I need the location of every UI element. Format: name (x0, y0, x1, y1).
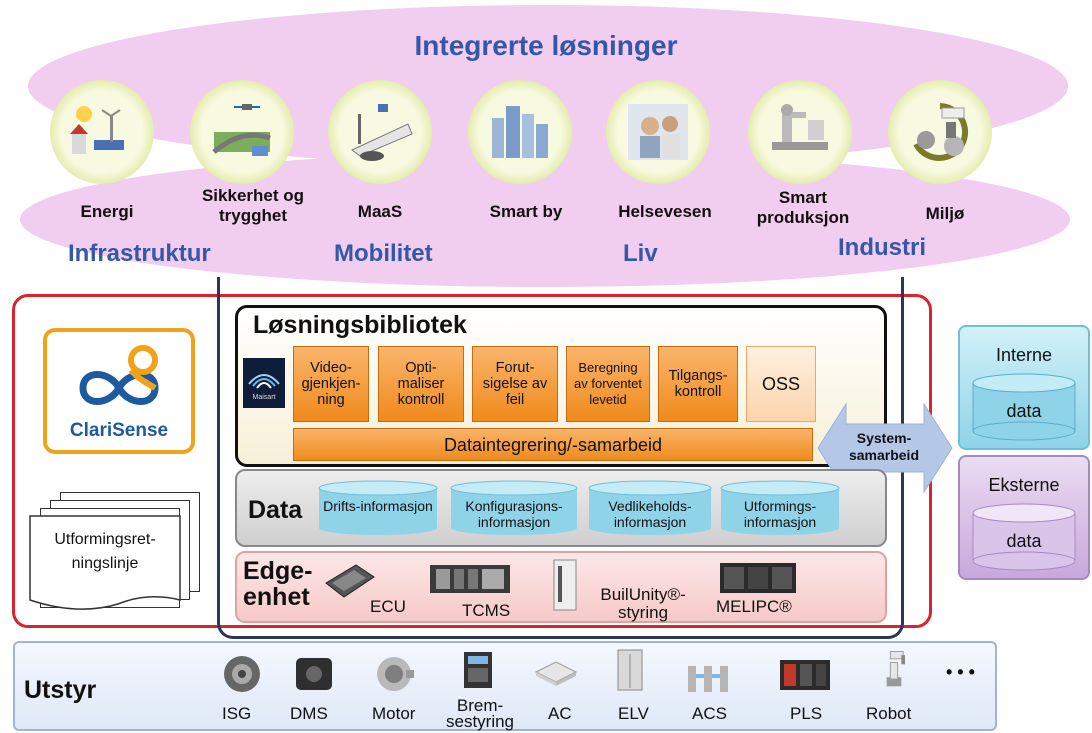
maas-illustration (328, 80, 432, 184)
edge-device-title: Edge- enhet (243, 558, 312, 610)
builunity-label: BuilUnity®-styring (600, 585, 686, 622)
plc-label: PLS (790, 704, 823, 723)
lifetime-estimation-box: Beregning av forventet levetid (566, 346, 650, 422)
internal-data-title: Interne (995, 345, 1053, 365)
config-info-cylinder: Konfigurasjons-informasjon (450, 480, 578, 536)
design-info-cylinder: Utformings-informasjon (720, 480, 840, 536)
equipment-title: Utstyr (24, 676, 97, 704)
solution-library-title: Løsningsbibliotek (253, 311, 467, 339)
smart-city-illustration (468, 80, 572, 184)
dms-label: DMS (290, 704, 328, 723)
data-integration-bar: Dataintegrering/-samarbeid (293, 428, 813, 461)
robot-label: Robot (866, 704, 912, 723)
ecu-label: ECU (370, 597, 406, 616)
video-recognition-box: Video-gjenkjen-ning (293, 346, 369, 422)
document-front: Utformingsret-ningslinje (28, 514, 182, 614)
edge-title-line2: enhet (243, 583, 310, 611)
access-control-box: Tilgangs-kontroll (658, 346, 738, 422)
ac-icon (534, 661, 578, 686)
external-data-cylinder (972, 503, 1076, 571)
design-guideline-text: Utformingsret-ningslinje (54, 531, 156, 572)
oss-box: OSS (746, 346, 816, 422)
internal-data-cylinder (972, 373, 1076, 441)
internal-data-label: data (1006, 401, 1042, 421)
melipc-label: MELIPC® (716, 597, 792, 616)
motor-label: Motor (372, 704, 416, 723)
maintenance-info-label: Vedlikeholds-informasjon (608, 498, 692, 530)
logo-wordmark: ClariSense (69, 420, 169, 441)
maisart-logo: Maisart (243, 358, 285, 408)
tcms-label: TCMS (462, 601, 511, 620)
dms-icon (296, 658, 332, 690)
optimize-control-label: Opti-maliser kontroll (397, 360, 445, 408)
data-layer-title: Data (248, 496, 303, 524)
solution-maas: MaaS (357, 202, 403, 221)
safety-illustration (190, 80, 294, 184)
external-data-box: Eksterne data (958, 455, 1090, 580)
ecu-device-icon (325, 564, 375, 598)
tcms-device-icon (430, 565, 510, 593)
solution-energy: Energi (80, 202, 134, 221)
operation-info-label: Drifts-informasjon (323, 498, 433, 514)
failure-prediction-box: Forut-sigelse av feil (472, 346, 558, 422)
optimize-control-box: Opti-maliser kontroll (378, 346, 464, 422)
operation-info-cylinder: Drifts-informasjon (318, 480, 438, 536)
solution-environment: Miljø (925, 204, 965, 223)
failure-prediction-label: Forut-sigelse av feil (482, 360, 548, 408)
acs-label: ACS (692, 704, 727, 723)
category-industry: Industri (838, 234, 926, 261)
energy-illustration (50, 80, 154, 184)
maintenance-info-cylinder: Vedlikeholds-informasjon (588, 480, 712, 536)
access-control-label: Tilgangs-kontroll (668, 368, 728, 400)
clarisense-logo: ClariSense (43, 328, 195, 454)
video-recognition-label: Video-gjenkjen-ning (301, 360, 361, 408)
robot-icon (886, 651, 905, 687)
elevator-icon (617, 649, 643, 691)
category-life: Liv (623, 240, 658, 267)
maisart-label: Maisart (252, 394, 276, 401)
integrated-solutions-title: Integrerte løsninger (414, 30, 678, 61)
equipment-panel (13, 641, 997, 731)
category-mobility: Mobilitet (334, 240, 433, 267)
more-equipment-ellipsis: • • • (946, 662, 975, 682)
solution-safety: Sikkerhet og trygghet (201, 186, 305, 225)
infinity-mark-icon (79, 345, 159, 405)
external-data-title: Eksterne (988, 475, 1060, 495)
solution-healthcare: Helsevesen (618, 202, 712, 221)
external-data-label: data (1006, 531, 1042, 551)
builunity-device-icon (553, 559, 577, 611)
lifetime-estimation-label: Beregning av forventet levetid (574, 360, 642, 407)
design-info-label: Utformings-informasjon (743, 498, 817, 530)
brake-control-icon (464, 652, 492, 688)
data-integration-label: Dataintegrering/-samarbeid (443, 434, 663, 455)
isg-icon (224, 656, 260, 692)
acs-icon (688, 666, 728, 692)
system-cooperation-label: System-samarbeid (848, 430, 920, 463)
config-info-label: Konfigurasjons-informasjon (465, 498, 563, 530)
ac-label: AC (548, 704, 572, 723)
edge-title-line1: Edge- (243, 557, 313, 585)
healthcare-illustration (606, 80, 710, 184)
category-infrastructure: Infrastruktur (68, 240, 211, 267)
brake-control-label: Brem-sestyring (445, 696, 515, 731)
isg-label: ISG (222, 704, 252, 723)
melipc-device-icon (720, 563, 796, 593)
oss-label: OSS (761, 373, 800, 394)
motor-icon (377, 657, 414, 691)
elevator-label: ELV (618, 704, 649, 723)
maisart-waves-icon (248, 374, 280, 389)
solution-smart-city: Smart by (489, 202, 563, 221)
environment-illustration (888, 80, 992, 184)
plc-icon (780, 660, 830, 690)
solution-smart-production: Smart produksjon (756, 188, 850, 227)
smart-production-illustration (748, 80, 852, 184)
internal-data-box: Interne data (958, 325, 1090, 450)
